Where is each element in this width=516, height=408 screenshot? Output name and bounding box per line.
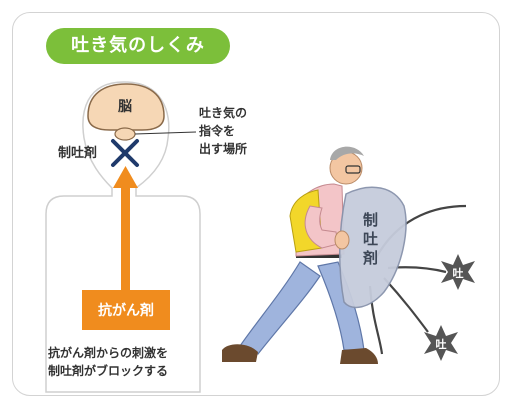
callout-line bbox=[134, 131, 197, 135]
caption: 抗がん剤からの刺激を 制吐剤がブロックする bbox=[48, 344, 168, 380]
brain-shape bbox=[87, 83, 165, 131]
shoe-back bbox=[222, 344, 258, 362]
glasses bbox=[345, 165, 361, 174]
shield-text: 制吐剤 bbox=[361, 212, 379, 269]
caption-line: 抗がん剤からの刺激を bbox=[48, 346, 169, 360]
antiemetic-shield bbox=[338, 186, 407, 309]
vomit-label: 吐 bbox=[452, 267, 464, 280]
hand bbox=[334, 230, 350, 250]
arrow-shaft bbox=[121, 184, 130, 290]
title-badge: 吐き気のしくみ bbox=[46, 28, 230, 64]
vomit-streak bbox=[383, 277, 429, 333]
drug-box bbox=[82, 290, 170, 330]
caption-line: 制吐剤がブロックする bbox=[48, 364, 169, 378]
shoe-front bbox=[340, 348, 378, 364]
arrow-head bbox=[113, 166, 138, 188]
block-cross-icon bbox=[111, 139, 139, 167]
burst-icon bbox=[441, 254, 475, 290]
drug-label: 抗がん剤 bbox=[98, 303, 154, 319]
leg-back bbox=[239, 261, 321, 355]
center-callout-line: 指令を bbox=[199, 124, 236, 138]
center-callout-line: 吐き気の bbox=[199, 106, 248, 120]
center-callout-line: 出す場所 bbox=[199, 142, 248, 156]
hair bbox=[330, 146, 364, 160]
arm bbox=[304, 205, 339, 249]
brainstem bbox=[114, 127, 136, 141]
brain-label: 脳 bbox=[118, 99, 132, 115]
vomit-label: 吐 bbox=[435, 338, 447, 351]
blocker-label: 制吐剤 bbox=[58, 146, 98, 161]
center-callout: 吐き気の 指令を 出す場所 bbox=[199, 104, 247, 158]
burst-icon bbox=[424, 325, 458, 361]
